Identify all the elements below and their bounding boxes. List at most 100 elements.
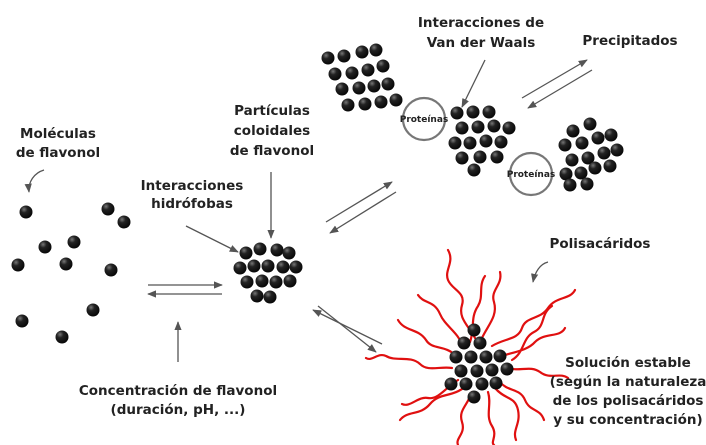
colloid-particle-molecule bbox=[263, 290, 277, 304]
precipitate-molecule bbox=[610, 143, 624, 157]
stable-solution-molecule bbox=[444, 377, 458, 391]
polysaccharide-chain bbox=[416, 293, 464, 347]
precipitate-arrow-out bbox=[521, 59, 588, 99]
polysaccharide-pointer-arrow bbox=[531, 261, 549, 283]
colloid-particle-molecule bbox=[247, 259, 261, 273]
stable-solution-molecule bbox=[500, 362, 514, 376]
precipitate-molecule bbox=[494, 135, 508, 149]
label-particulas-3: de flavonol bbox=[230, 143, 314, 159]
label-van-der-waals-1: Interacciones de bbox=[418, 15, 544, 31]
equilibrium-arrow-down-right bbox=[317, 305, 377, 353]
polysaccharide-chain bbox=[446, 248, 477, 340]
arrows bbox=[24, 59, 593, 362]
polysaccharide-chain bbox=[480, 270, 502, 340]
precipitate-molecule bbox=[574, 166, 588, 180]
colloid-particle-molecule bbox=[270, 243, 284, 257]
precipitate-molecule bbox=[374, 95, 388, 109]
labels: Moléculas de flavonol Interacciones hidr… bbox=[16, 15, 706, 428]
stable-solution-molecule bbox=[479, 350, 493, 364]
protein-2: Proteínas bbox=[507, 151, 556, 197]
colloid-particle-molecule bbox=[253, 242, 267, 256]
equilibrium-arrow-down-left bbox=[329, 191, 397, 234]
precipitate-molecule bbox=[575, 136, 589, 150]
stable-solution-molecule bbox=[473, 336, 487, 350]
precipitate-molecule bbox=[597, 146, 611, 160]
polysaccharide-chain bbox=[510, 304, 554, 362]
label-particulas-1: Partículas bbox=[234, 103, 310, 119]
label-van-der-waals-2: Van der Waals bbox=[427, 35, 536, 51]
colloid-particle-molecule bbox=[240, 275, 254, 289]
stable-solution-molecule bbox=[457, 336, 471, 350]
label-moleculas-2: de flavonol bbox=[16, 145, 100, 161]
precipitate-molecule bbox=[473, 150, 487, 164]
precipitate-molecule bbox=[455, 151, 469, 165]
polysaccharide-chain bbox=[486, 390, 496, 445]
stable-solution-molecule bbox=[485, 363, 499, 377]
label-concentracion-2: (duración, pH, ...) bbox=[111, 402, 246, 418]
precipitate-molecule bbox=[479, 134, 493, 148]
precipitate-molecule bbox=[603, 159, 617, 173]
polysaccharide-chain bbox=[493, 386, 520, 442]
label-solucion-4: y su concentración) bbox=[553, 412, 702, 428]
stable-solution-molecule bbox=[489, 376, 503, 390]
label-hidrofobas-2: hidrófobas bbox=[151, 196, 233, 212]
precipitate-molecule bbox=[369, 43, 383, 57]
precipitate-molecule bbox=[580, 177, 594, 191]
free-molecule bbox=[104, 263, 118, 277]
free-molecule bbox=[117, 215, 131, 229]
stable-solution-molecule bbox=[470, 364, 484, 378]
label-concentracion-1: Concentración de flavonol bbox=[79, 383, 277, 399]
colloid-particle-molecule bbox=[283, 274, 297, 288]
protein-label: Proteínas bbox=[507, 170, 556, 180]
precipitate-molecule bbox=[583, 117, 597, 131]
precipitate-molecule bbox=[482, 105, 496, 119]
precipitate-molecule bbox=[502, 121, 516, 135]
precipitate-molecule bbox=[487, 119, 501, 133]
stable-solution-molecule bbox=[467, 390, 481, 404]
stable-solution-molecule bbox=[459, 377, 473, 391]
precipitate-molecule bbox=[563, 178, 577, 192]
colloid-particle-molecule bbox=[276, 260, 290, 274]
polysaccharide-chain bbox=[490, 288, 577, 348]
equilibrium-arrow-up-left bbox=[312, 309, 383, 345]
van-der-waals-pointer-arrow bbox=[461, 59, 486, 108]
free-molecule bbox=[55, 330, 69, 344]
precipitate-molecule bbox=[337, 49, 351, 63]
free-molecule bbox=[59, 257, 73, 271]
polysaccharide-chain bbox=[456, 390, 474, 445]
protein-1: Proteínas bbox=[400, 96, 448, 142]
colloid-particle-molecule bbox=[282, 246, 296, 260]
precipitate-molecule bbox=[463, 136, 477, 150]
stable-solution-molecule bbox=[493, 349, 507, 363]
colloid-particle-molecule bbox=[250, 289, 264, 303]
molecule-pointer-arrow bbox=[24, 169, 45, 193]
precipitate-molecule bbox=[588, 161, 602, 175]
precipitate-molecule bbox=[591, 131, 605, 145]
equilibrium-arrow-up-right bbox=[325, 181, 393, 223]
colloid-particle-molecule bbox=[233, 261, 247, 275]
precipitate-molecule bbox=[467, 163, 481, 177]
precipitate-molecule bbox=[559, 167, 573, 181]
label-hidrofobas-1: Interacciones bbox=[141, 178, 244, 194]
colloid-particle-molecule bbox=[289, 260, 303, 274]
free-molecule bbox=[67, 235, 81, 249]
colloid-particle-molecule bbox=[261, 259, 275, 273]
stable-solution-molecule bbox=[464, 350, 478, 364]
precipitate-molecule bbox=[581, 151, 595, 165]
precipitate-molecule bbox=[367, 79, 381, 93]
precipitate-molecule bbox=[448, 136, 462, 150]
label-solucion-1: Solución estable bbox=[565, 355, 691, 371]
polysaccharide-chain bbox=[398, 384, 468, 422]
flavonol-molecules bbox=[11, 43, 624, 404]
stable-solution-molecule bbox=[475, 377, 489, 391]
precipitate-molecule bbox=[345, 66, 359, 80]
precipitate-molecule bbox=[466, 105, 480, 119]
free-molecule bbox=[15, 314, 29, 328]
precipitate-molecule bbox=[321, 51, 335, 65]
precipitate-molecule bbox=[341, 98, 355, 112]
precipitate-molecule bbox=[376, 59, 390, 73]
precipitate-molecule bbox=[335, 82, 349, 96]
free-molecule bbox=[11, 258, 25, 272]
label-moleculas-1: Moléculas bbox=[20, 126, 96, 142]
